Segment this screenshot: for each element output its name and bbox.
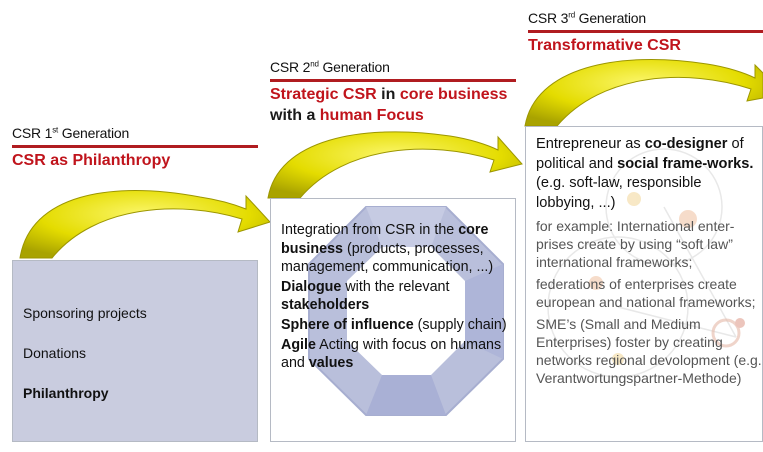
curved-arrow-icon-3 bbox=[524, 59, 763, 127]
gen3-box: Entrepreneur as co-designer of political… bbox=[525, 126, 763, 442]
gen3-example-3: SME’s (Small and Medium Enterprises) fos… bbox=[536, 316, 762, 386]
octagon-graphic bbox=[308, 206, 504, 416]
gen2-title: Strategic CSR in core business with a hu… bbox=[270, 86, 508, 124]
gen3-label: CSR 3rd Generation bbox=[528, 10, 646, 26]
gen2-rule bbox=[270, 79, 516, 82]
gen1-box: Sponsoring projects Donations Philanthro… bbox=[12, 260, 258, 442]
network-graphic bbox=[547, 148, 745, 378]
gen1-item-philanthropy: Philanthropy bbox=[23, 385, 109, 401]
gen3-title: Transformative CSR bbox=[528, 37, 681, 54]
gen1-item-donations: Donations bbox=[23, 345, 87, 361]
gen2-para-dialogue: Dialogue with the relevant stakeholders bbox=[281, 278, 450, 314]
gen1-title: CSR as Philanthropy bbox=[12, 152, 171, 169]
gen3-intro: Entrepreneur as co-designer of political… bbox=[536, 136, 754, 211]
gen2-box: Integration from CSR in the core busines… bbox=[270, 198, 516, 442]
curved-arrow-icon-2 bbox=[267, 131, 523, 199]
gen3-rule bbox=[528, 30, 763, 33]
gen1-rule bbox=[12, 145, 258, 148]
gen1-label: CSR 1st Generation bbox=[12, 125, 130, 141]
curved-arrow-icon-1 bbox=[19, 190, 271, 259]
gen3-example-2: federations of enterprises create europe… bbox=[536, 276, 756, 310]
gen2-para-sphere: Sphere of influence (supply chain) bbox=[281, 316, 507, 333]
gen2-para-agile: Agile Acting with focus on humans and va… bbox=[281, 336, 502, 372]
gen2-label: CSR 2nd Generation bbox=[270, 59, 390, 75]
gen2-para-integration: Integration from CSR in the core busines… bbox=[281, 222, 494, 276]
gen1-item-sponsoring: Sponsoring projects bbox=[23, 305, 147, 321]
gen3-example-1: for example: International enter-prises … bbox=[536, 218, 735, 270]
